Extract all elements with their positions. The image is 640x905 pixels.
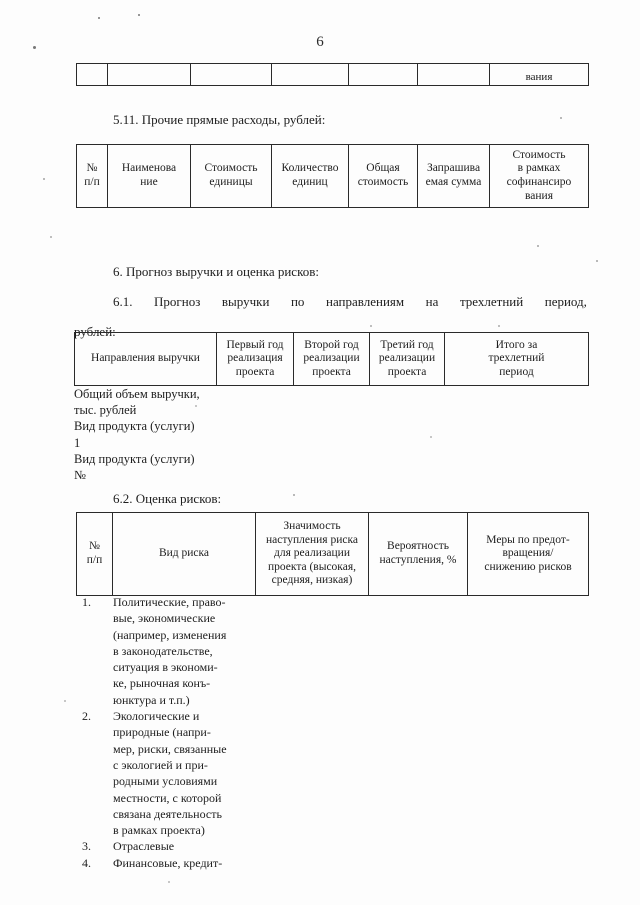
risk-table-body-rows: 1. Политические, право- вые, экономическ… <box>76 594 326 871</box>
column-header-name: Наименова ние <box>107 144 191 208</box>
risk-description: Политические, право- вые, экономические … <box>113 594 326 708</box>
risk-line: Политические, право- <box>113 595 226 609</box>
scan-speckle <box>430 436 432 438</box>
risk-description: Экологические и природные (напри- мер, р… <box>113 708 326 838</box>
risk-number: 1. <box>82 595 91 609</box>
heading-6-1-word: Прогноз <box>154 294 201 309</box>
revenue-table-body-rows: Общий объем выручки, тыс. рублей Вид про… <box>74 386 364 483</box>
column-header-risk-significance: Значимость наступления риска для реализа… <box>255 512 369 596</box>
other-direct-costs-table: № п/п Наименова ние Стоимость единицы Ко… <box>76 144 589 208</box>
revenue-row-label: № <box>74 468 86 483</box>
risk-description: Отраслевые <box>113 838 326 854</box>
heading-6-2: 6.2. Оценка рисков: <box>113 491 222 506</box>
heading-6-1: 6.1. Прогноз выручки по направлениям на … <box>113 294 587 310</box>
scan-speckle <box>195 405 197 407</box>
risk-number: 3. <box>82 839 91 854</box>
heading-6-1-word: выручки <box>221 294 270 309</box>
column-header-total-cost: Общая стоимость <box>348 144 418 208</box>
risk-line: связана деятельность <box>113 806 222 821</box>
table-row: вания <box>76 63 589 86</box>
risk-row: 1. Политические, право- вые, экономическ… <box>76 594 326 708</box>
risk-number: 4. <box>82 855 91 870</box>
continued-table-fragment: вания <box>76 63 589 86</box>
column-header-revenue-streams: Направления выручки <box>74 332 217 386</box>
heading-6-1-word: по <box>290 294 305 309</box>
scan-speckle <box>33 46 36 49</box>
table-header-row: Направления выручки Первый год реализаци… <box>74 332 589 386</box>
column-header-year-2: Второй год реализации проекта <box>293 332 370 386</box>
scan-speckle <box>138 14 140 16</box>
revenue-row-label: 1 <box>74 435 81 450</box>
scan-speckle <box>537 245 539 247</box>
column-header-year-3: Третий год реализации проекта <box>369 332 445 386</box>
heading-5-11: 5.11. Прочие прямые расходы, рублей: <box>113 112 326 127</box>
revenue-row-label: тыс. рублей <box>74 403 137 418</box>
risk-row: 3. Отраслевые <box>76 838 326 854</box>
column-header-risk-type: Вид риска <box>112 512 256 596</box>
column-header-three-year-total: Итого за трехлетний период <box>444 332 589 386</box>
fragment-cell <box>271 63 349 86</box>
risk-row: 2. Экологические и природные (напри- мер… <box>76 708 326 838</box>
heading-6-1-word: период, <box>544 294 587 309</box>
revenue-forecast-table: Направления выручки Первый год реализаци… <box>74 332 589 386</box>
risk-row: 4. Финансовые, кредит- <box>76 855 326 871</box>
fragment-cell <box>348 63 418 86</box>
revenue-row-label: Вид продукта (услуги) <box>74 451 195 466</box>
risk-line: Экологические и <box>113 709 200 724</box>
risk-line: в рамках проекта) <box>113 823 205 838</box>
column-header-year-1: Первый год реализация проекта <box>216 332 294 386</box>
scan-speckle <box>64 700 66 702</box>
column-header-quantity: Количество единиц <box>271 144 349 208</box>
column-header-risk-probability: Вероятность наступления, % <box>368 512 468 596</box>
fragment-cell <box>417 63 490 86</box>
column-header-unit-cost: Стоимость единицы <box>190 144 272 208</box>
scan-speckle <box>98 17 100 19</box>
scan-speckle <box>43 178 45 180</box>
scan-speckle <box>370 325 372 327</box>
risk-line: (например, изменения <box>113 627 227 642</box>
revenue-row-label: Общий объем выручки, <box>74 387 200 401</box>
scan-speckle <box>596 260 598 262</box>
risk-line: мер, риски, связанные <box>113 741 227 756</box>
risk-line: местности, с которой <box>113 790 222 805</box>
risk-line: вые, экономические <box>113 611 216 626</box>
column-header-cofinancing-cost: Стоимость в рамках софинансиро вания <box>489 144 589 208</box>
risk-assessment-table: № п/п Вид риска Значимость наступления р… <box>76 512 589 596</box>
risk-line: в законодательстве, <box>113 643 213 658</box>
table-header-row: № п/п Вид риска Значимость наступления р… <box>76 512 589 596</box>
risk-number: 2. <box>82 709 91 724</box>
fragment-cell <box>190 63 272 86</box>
scan-speckle <box>168 881 170 883</box>
scan-speckle <box>50 236 52 238</box>
risk-line: природные (напри- <box>113 725 211 740</box>
risk-line: Финансовые, кредит- <box>113 855 223 870</box>
column-header-requested-sum: Запрашива емая сумма <box>417 144 490 208</box>
column-header-number: № п/п <box>76 144 108 208</box>
risk-description: Финансовые, кредит- <box>113 855 326 871</box>
fragment-cell <box>76 63 108 86</box>
scan-speckle <box>293 494 295 496</box>
revenue-row-label: Вид продукта (услуги) <box>74 419 195 434</box>
risk-line: юнктура и т.п.) <box>113 692 190 707</box>
scan-speckle <box>498 325 500 327</box>
page-number: 6 <box>316 34 324 50</box>
heading-6-1-word: направлениям <box>325 294 405 309</box>
risk-line: ке, рыночная конъ- <box>113 676 211 691</box>
heading-6-1-word: 6.1. <box>113 294 133 309</box>
risk-line: с экологией и при- <box>113 757 208 772</box>
fragment-cell: вания <box>489 63 589 86</box>
fragment-cell <box>107 63 191 86</box>
column-header-number: № п/п <box>76 512 113 596</box>
risk-line: Отраслевые <box>113 839 175 854</box>
scan-speckle <box>560 117 562 119</box>
table-header-row: № п/п Наименова ние Стоимость единицы Ко… <box>76 144 589 208</box>
heading-6-1-word: трехлетний <box>459 294 524 309</box>
column-header-mitigation-measures: Меры по предот- вращения/ снижению риско… <box>467 512 589 596</box>
heading-6-1-word: на <box>425 294 439 309</box>
risk-line: родными условиями <box>113 774 218 789</box>
risk-line: ситуация в экономи- <box>113 660 218 675</box>
heading-6: 6. Прогноз выручки и оценка рисков: <box>113 264 319 279</box>
